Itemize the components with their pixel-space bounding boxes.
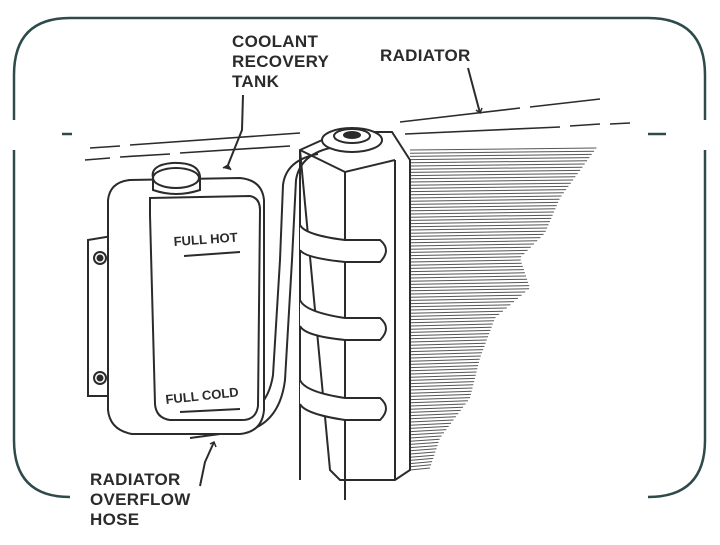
coolant-label-line-2: RECOVERY	[232, 52, 330, 71]
tank-bracket	[87, 234, 113, 397]
coolant-recovery-tank-label: COOLANT RECOVERY TANK	[232, 32, 329, 92]
hose-label-line-1: RADIATOR	[90, 470, 181, 489]
radiator-straps	[299, 224, 387, 421]
leader-arrows	[199, 67, 483, 487]
hose-label-line-3: HOSE	[90, 510, 140, 529]
coolant-label-line-1: COOLANT	[232, 32, 319, 51]
radiator-label-text: RADIATOR	[380, 46, 471, 65]
overflow-hose-label: RADIATOR OVERFLOW HOSE	[90, 470, 191, 530]
hose-label-line-2: OVERFLOW	[90, 490, 191, 509]
radiator-label: RADIATOR	[380, 46, 471, 66]
full-hot-marking: FULL HOT	[173, 230, 238, 249]
coolant-recovery-tank	[107, 161, 265, 435]
radiator-side-tank	[298, 127, 411, 500]
rail-lines	[84, 98, 631, 161]
coolant-label-line-3: TANK	[232, 72, 280, 91]
radiator-fins	[409, 147, 597, 471]
frame	[12, 16, 707, 499]
